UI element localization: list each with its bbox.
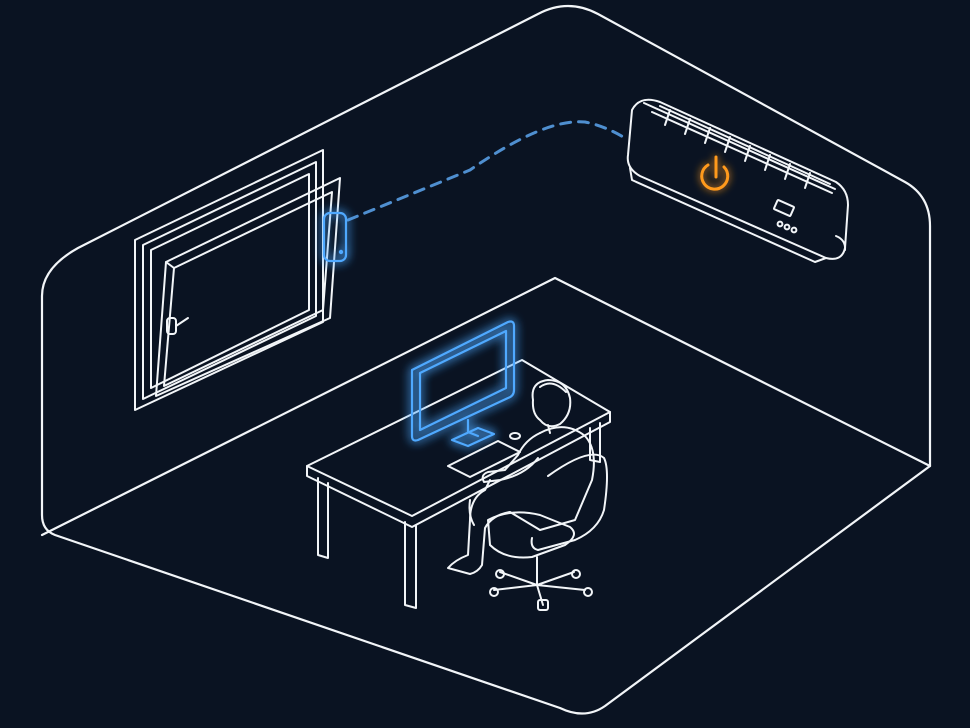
air-conditioner-icon: [626, 98, 849, 263]
room-outline: [40, 4, 932, 715]
computer-monitor-icon: [410, 320, 516, 448]
sensor-to-ac-link: [346, 120, 627, 222]
tilted-window-icon: [134, 149, 341, 411]
office-chair-icon: [487, 453, 608, 611]
floor-back-edge: [40, 276, 932, 537]
window-contact-sensor-icon: [322, 211, 348, 263]
seated-person-icon: [447, 379, 595, 575]
power-icon: [700, 155, 730, 191]
